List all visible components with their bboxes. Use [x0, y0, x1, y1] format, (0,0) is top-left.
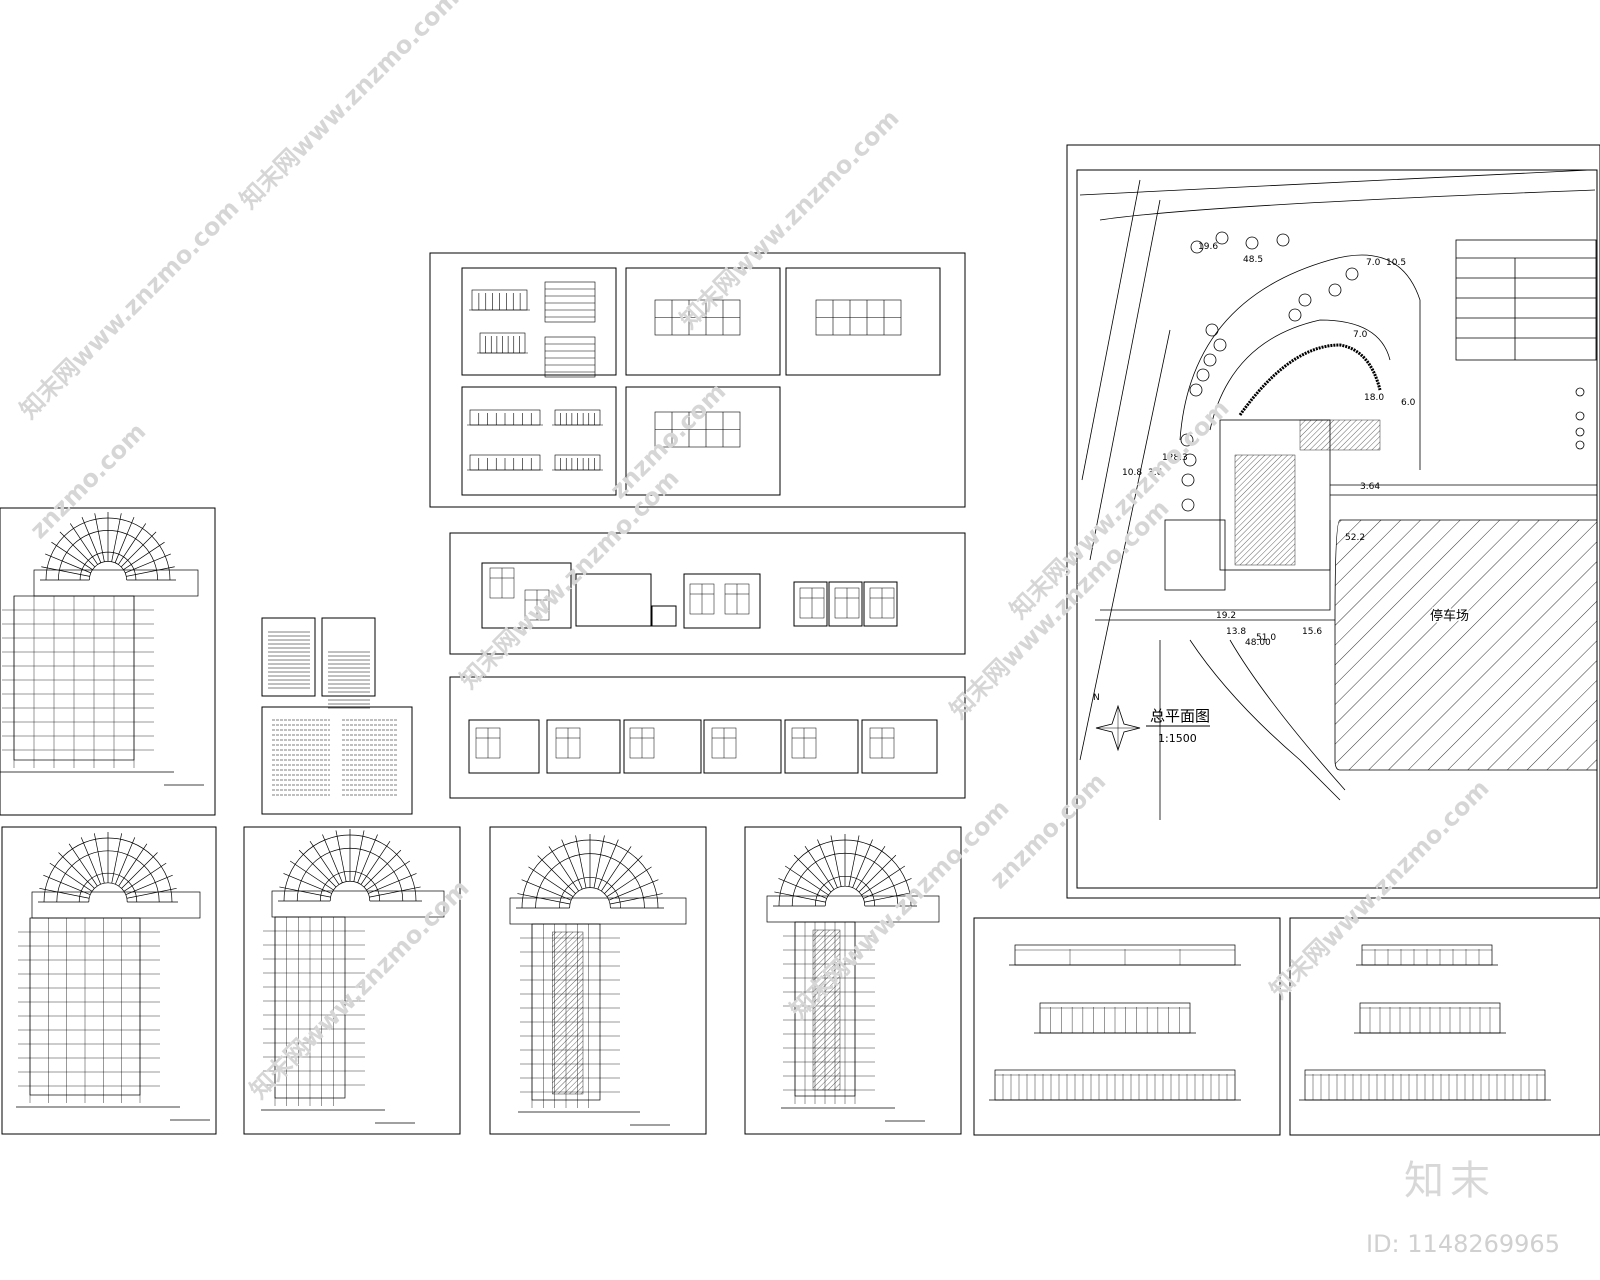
- site-dimension-label: 19.2: [1216, 611, 1236, 621]
- details-row-2: [468, 719, 938, 774]
- watermark-text: 知末网www.znzmo.com: [244, 874, 474, 1104]
- site-dimension-label: 51.0: [1256, 633, 1276, 643]
- site-plan-title: 总平面图: [1150, 707, 1210, 725]
- elevation-2c: [1299, 1069, 1551, 1101]
- site-dimension-label: 3.64: [1360, 482, 1380, 492]
- watermark-text: 知末网www.znzmo.com: [784, 794, 1014, 1024]
- watermark-text: 知末网www.znzmo.com: [454, 464, 684, 694]
- brand-id: ID: 1148269965: [1366, 1230, 1560, 1258]
- top-sheets-group: [461, 267, 941, 496]
- watermark-text: 知末网www.znzmo.com: [1264, 774, 1494, 1004]
- elevation-1a: [1009, 944, 1241, 966]
- sheet-frame-left-plan: [0, 507, 216, 816]
- site-dimension-label: 15.6: [1302, 627, 1322, 637]
- floor-plan-3: [509, 834, 687, 1126]
- watermark-text: 知末网www.znzmo.com: [14, 194, 244, 424]
- site-plan-drawing: [1079, 169, 1598, 820]
- site-dimension-label: 13.8: [1226, 627, 1246, 637]
- site-dimension-label: 10.8: [1122, 468, 1142, 478]
- sheet-frame-plan-4: [744, 826, 962, 1135]
- watermark-text: znzmo.com: [24, 417, 151, 544]
- compass-label: N: [1093, 693, 1100, 703]
- site-dimension-label: 6.0: [1401, 398, 1416, 408]
- sheet-frame-top-group: [429, 252, 966, 508]
- site-dimension-label: 7.0: [1353, 330, 1368, 340]
- parking-lot-label: 停车场: [1430, 608, 1469, 624]
- elevation-1b: [1034, 1002, 1196, 1034]
- site-building: [1219, 419, 1331, 571]
- floor-plan-4: [766, 834, 940, 1122]
- schedule-sheets: [261, 617, 376, 697]
- sheet-frame-elevations-1: [973, 917, 1281, 1136]
- parking-lot-hatched: [1334, 519, 1598, 771]
- site-dimension-label: 48.00: [1245, 638, 1271, 648]
- sheet-frame-notes: [261, 706, 413, 815]
- watermark-text: znzmo.com: [984, 767, 1111, 894]
- compass-icon: [1095, 704, 1141, 752]
- floor-plan-1: [16, 832, 210, 1121]
- site-data-table: [1455, 239, 1597, 361]
- sheet-frame-elevations-2: [1289, 917, 1600, 1136]
- site-dimension-label: 10.5: [1386, 258, 1406, 268]
- site-dimension-label: 52.2: [1345, 533, 1365, 543]
- site-dimension-label: 128.3: [1162, 453, 1188, 463]
- floor-plan-left: [0, 512, 204, 786]
- floor-plan-2: [261, 829, 445, 1124]
- sheet-frame-plan-3: [489, 826, 707, 1135]
- elevation-1c: [989, 1069, 1241, 1101]
- sheet-frame-details-1: [449, 532, 966, 655]
- site-plan-scale: 1:1500: [1158, 732, 1197, 745]
- brand-logo: 知末: [1404, 1158, 1496, 1204]
- site-dimension-label: 7.0: [1366, 258, 1381, 268]
- details-row-1: [481, 562, 898, 629]
- elevation-2a: [1356, 944, 1498, 966]
- watermark-text: 知末网www.znzmo.com: [944, 494, 1174, 724]
- site-dimension-label: 3.6: [1148, 468, 1163, 478]
- sheet-frame-details-2: [449, 676, 966, 799]
- site-dimension-label: 48.5: [1243, 255, 1263, 265]
- watermark-text: 知末网www.znzmo.com: [234, 0, 464, 214]
- sheet-frame-site-plan: [1066, 144, 1600, 899]
- elevation-2b: [1354, 1002, 1506, 1034]
- site-dimension-label: 18.0: [1364, 393, 1384, 403]
- site-dimension-label: 19.6: [1198, 242, 1218, 252]
- sheet-frame-plan-2: [243, 826, 461, 1135]
- sheet-frame-plan-1: [1, 826, 217, 1135]
